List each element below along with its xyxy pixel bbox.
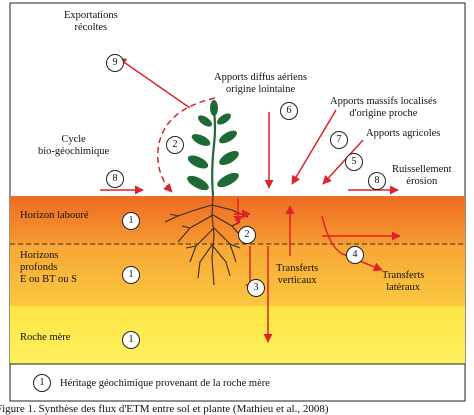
- horizons-profonds-line-3: E ou BT ou S: [20, 274, 77, 285]
- plant: [187, 100, 239, 197]
- ruissellement-line-2: érosion: [406, 176, 438, 187]
- marker-horizons-profonds: 1: [122, 266, 140, 284]
- figure-caption: Figure 1. Synthèse des flux d'ETM entre …: [0, 403, 329, 415]
- label-transferts-verticaux: Transferts verticaux: [276, 263, 318, 287]
- ruissellement-line-1: Ruissellement: [392, 164, 452, 175]
- marker-vertical: 3: [247, 279, 265, 297]
- label-apports-agricoles: Apports agricoles: [366, 128, 441, 139]
- plant-roots: [164, 195, 249, 286]
- marker-apports-massifs: 7: [330, 131, 348, 149]
- label-cycle: Cycle bio-géochimique: [38, 134, 109, 158]
- horizons-profonds-line-2: profonds: [20, 262, 58, 273]
- label-exportations: Exportations récoltes: [64, 10, 118, 34]
- exportations-arrow: [117, 57, 191, 109]
- cycle-arrow: [157, 97, 216, 193]
- marker-input-left: 8: [106, 170, 124, 188]
- flow-arrows: [100, 57, 401, 343]
- transferts-lateraux-line-1: Transferts: [382, 270, 425, 281]
- roche-mere-layer: [10, 306, 465, 364]
- cycle-line-1: Cycle: [61, 134, 86, 145]
- apports-diffus-line-2: origine lointaine: [226, 84, 296, 95]
- marker-ruissellement: 8: [368, 172, 386, 190]
- marker-apports-diffus: 6: [280, 102, 298, 120]
- apports-massifs-line-1: Apports massifs localisés: [330, 96, 437, 107]
- transferts-verticaux-line-2: verticaux: [277, 275, 317, 286]
- marker-horizon-laboure: 1: [122, 212, 140, 230]
- label-ruissellement: Ruissellement érosion: [392, 164, 452, 188]
- label-apports-massifs: Apports massifs localisés d'origine proc…: [330, 96, 437, 120]
- marker-soil-cycle: 2: [238, 226, 256, 244]
- label-transferts-lateraux: Transferts latéraux: [382, 270, 424, 294]
- marker-exportations: 9: [106, 54, 124, 72]
- transferts-verticaux-line-1: Transferts: [276, 263, 319, 274]
- exportations-line-1: Exportations: [64, 10, 118, 21]
- apports-diffus-line-1: Apports diffus aériens: [214, 72, 308, 83]
- horizons-profonds-line-1: Horizons: [20, 250, 59, 261]
- horizons-profonds-layer: [10, 244, 465, 306]
- apports-massifs-line-2: d'origine proche: [349, 108, 418, 119]
- legend-marker: 1: [33, 374, 51, 392]
- marker-cycle: 2: [166, 136, 184, 154]
- lateral-arrow-2: [321, 215, 383, 272]
- label-horizon-laboure: Horizon labouré: [20, 210, 89, 221]
- cycle-line-2: bio-géochimique: [38, 146, 110, 157]
- marker-roche-mere: 1: [122, 331, 140, 349]
- marker-lateral: 4: [346, 246, 364, 264]
- label-apports-diffus: Apports diffus aériens origine lointaine: [214, 72, 307, 96]
- transferts-lateraux-line-2: latéraux: [386, 282, 420, 293]
- exportations-line-2: récoltes: [74, 22, 108, 33]
- label-horizons-profonds: Horizons profonds E ou BT ou S: [20, 250, 77, 286]
- apports-agricoles-arrow: [322, 139, 364, 185]
- legend-text: Héritage géochimique provenant de la roc…: [60, 378, 270, 389]
- apports-massifs-arrow: [291, 109, 337, 185]
- marker-apports-agricoles: 5: [345, 153, 363, 171]
- label-roche-mere: Roche mère: [20, 332, 71, 343]
